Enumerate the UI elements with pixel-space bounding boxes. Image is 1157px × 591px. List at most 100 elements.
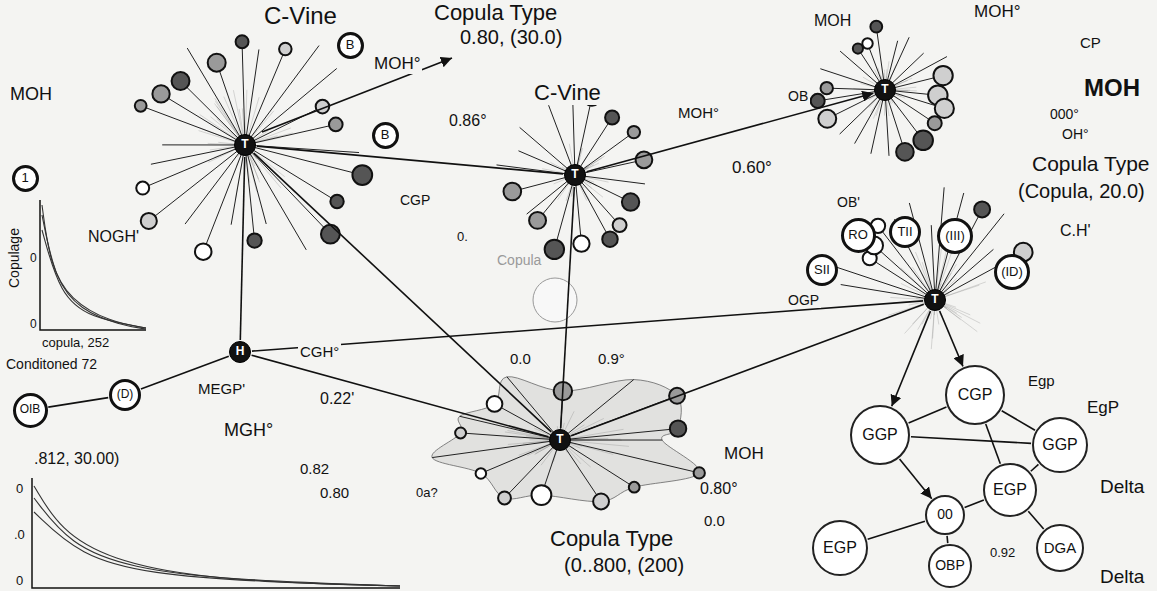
spoke-line — [149, 145, 245, 221]
spoke-dot — [532, 485, 552, 505]
chart-curve — [42, 215, 146, 329]
variable-label: MOH — [8, 84, 54, 105]
node-text: RO — [848, 228, 868, 242]
node-text: T — [571, 168, 578, 181]
connector-line — [1031, 464, 1039, 471]
copula-node: GGP — [1032, 417, 1088, 473]
spoke-line — [162, 144, 245, 145]
chart-axis — [32, 478, 400, 588]
variable-label: Delta — [1098, 566, 1146, 588]
connector-line — [254, 153, 551, 432]
copula-node: 1 — [12, 165, 39, 192]
node-text: T — [881, 83, 888, 96]
spoke-line — [151, 145, 245, 164]
parameter-label: .812, 30.00) — [32, 450, 121, 468]
spoke-dot — [622, 193, 639, 210]
parameter-label: 0.92 — [988, 546, 1017, 561]
spoke-dot — [928, 116, 942, 130]
node-text: T — [556, 433, 563, 446]
spoke-dot — [247, 233, 261, 247]
variable-label: OGP — [786, 292, 821, 308]
variable-label: MEGP' — [196, 380, 247, 397]
connector-line — [240, 157, 244, 340]
variable-label: 000° — [1048, 106, 1081, 122]
copula-node: 00 — [925, 495, 965, 535]
spoke-dot — [455, 427, 466, 438]
spoke-dot — [629, 482, 640, 493]
node-text: TII — [897, 225, 912, 239]
spoke-dot — [279, 43, 292, 56]
axis-tick: 0 — [14, 574, 25, 589]
variable-label: OB — [786, 88, 810, 104]
spoke-dot — [933, 66, 952, 85]
variable-label: MGH° — [222, 420, 275, 441]
connector-line — [946, 536, 948, 543]
node-text: B — [381, 128, 390, 142]
chart-curve — [34, 498, 400, 586]
web-fill — [432, 377, 700, 502]
variable-label: OH° — [1060, 126, 1091, 142]
connector-line — [252, 355, 549, 437]
spoke-dot — [545, 240, 564, 259]
connector-line — [900, 459, 932, 499]
spoke-dot — [136, 182, 149, 195]
node-text: (ID) — [1001, 265, 1023, 279]
copula-node: EGP — [983, 463, 1037, 517]
spoke-line — [935, 209, 982, 300]
variable-label: Egp — [1026, 372, 1057, 389]
copula-node: RO — [841, 218, 876, 253]
spoke-line — [245, 124, 336, 145]
spoke-dot — [935, 99, 954, 118]
axis-tick: .0 — [12, 528, 27, 543]
node-text: GGP — [862, 426, 898, 444]
connector-line — [868, 521, 925, 539]
node-text: OBP — [935, 558, 965, 573]
spoke-line — [245, 145, 266, 224]
spoke-line — [161, 94, 245, 145]
copula-node: (ID) — [994, 254, 1030, 290]
variable-label: MOH — [1082, 74, 1142, 102]
spoke-line — [824, 263, 935, 300]
node-text: 1 — [21, 171, 28, 185]
node-text: GGP — [1042, 436, 1078, 454]
spoke-dot — [208, 54, 226, 72]
spoke-dot — [498, 492, 511, 505]
parameter-label: 0.80 — [318, 484, 351, 501]
hub-node: T — [564, 164, 586, 186]
parameter-label: 0.22' — [318, 390, 356, 408]
connector-line — [986, 424, 1001, 464]
spoke-dot — [195, 243, 212, 260]
spoke-line — [217, 63, 245, 145]
spoke-line — [245, 145, 255, 241]
spoke-line — [143, 145, 245, 188]
variable-label: CGH° — [298, 343, 341, 360]
variable-label: MOH — [812, 12, 853, 30]
spoke-dot — [870, 21, 882, 33]
node-text: B — [346, 38, 355, 52]
variable-label: OB' — [835, 194, 862, 210]
copula-node: (D) — [109, 379, 141, 411]
node-text: T — [241, 138, 248, 151]
spoke-line — [245, 68, 337, 145]
variable-label: C.H' — [1058, 222, 1093, 240]
spoke-line — [185, 145, 245, 224]
parameter-label: 0.60° — [730, 158, 774, 178]
pointer-arrow — [262, 58, 452, 132]
diagram-heading: Copula Type — [548, 526, 675, 551]
hub-node: T — [234, 134, 256, 156]
spoke-dot — [628, 126, 640, 138]
parameter-label: 0.82 — [298, 460, 331, 477]
starburst — [497, 89, 653, 259]
spoke-dot — [504, 183, 522, 201]
spoke-dot — [818, 110, 836, 128]
node-text: EGP — [993, 481, 1027, 499]
variable-label: Delta — [1098, 476, 1146, 498]
hub-node: H — [229, 341, 251, 363]
variable-label: MOH° — [972, 2, 1022, 22]
starburst — [824, 187, 1033, 349]
spoke-line — [432, 440, 560, 458]
hub-node: T — [924, 289, 946, 311]
parameter-label: 0. — [455, 230, 470, 245]
chart-caption: Conditoned 72 — [4, 356, 99, 372]
